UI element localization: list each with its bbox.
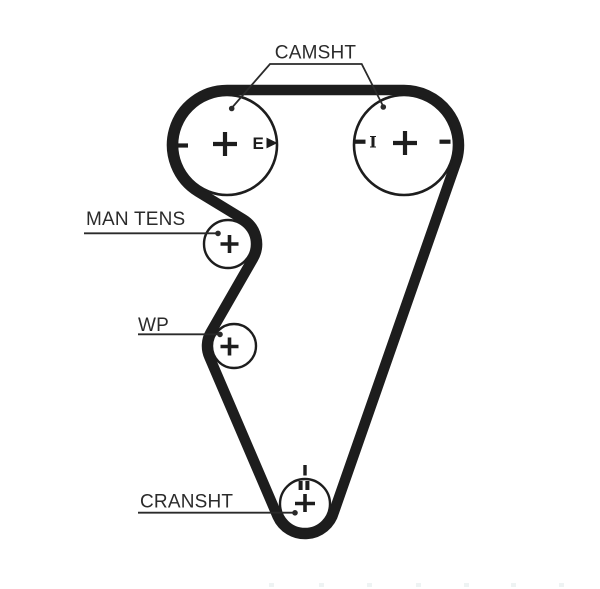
camshaft-left-callout-dot <box>228 105 235 112</box>
left-cam-plus-mark <box>213 132 237 156</box>
crankshaft-plus-mark <box>295 494 315 512</box>
tensioner-plus-mark <box>220 235 239 253</box>
arrow-right-icon <box>266 137 278 149</box>
manual-tensioner-label: MAN TENS <box>86 209 185 230</box>
water-pump-label: WP <box>138 315 169 336</box>
crankshaft-label: CRANSHT <box>140 492 233 513</box>
scan-artifact-dots <box>269 583 564 587</box>
camshaft-right-callout-dot <box>380 104 387 110</box>
crankshaft-timing-bars-mark <box>298 481 310 490</box>
right-cam-timing-letter: I <box>369 133 376 152</box>
tensioner-callout-dot <box>215 230 221 237</box>
crankshaft-callout-dot <box>292 510 298 516</box>
right-cam-plus-mark <box>393 131 417 155</box>
camshaft-callout-line <box>231 63 385 109</box>
water-pump-callout-dot <box>217 331 223 338</box>
left-cam-rotation-letter: E <box>253 134 264 153</box>
water-pump-plus-mark <box>220 337 239 356</box>
camshaft-label: CAMSHT <box>275 43 357 64</box>
timing-belt <box>166 84 465 540</box>
